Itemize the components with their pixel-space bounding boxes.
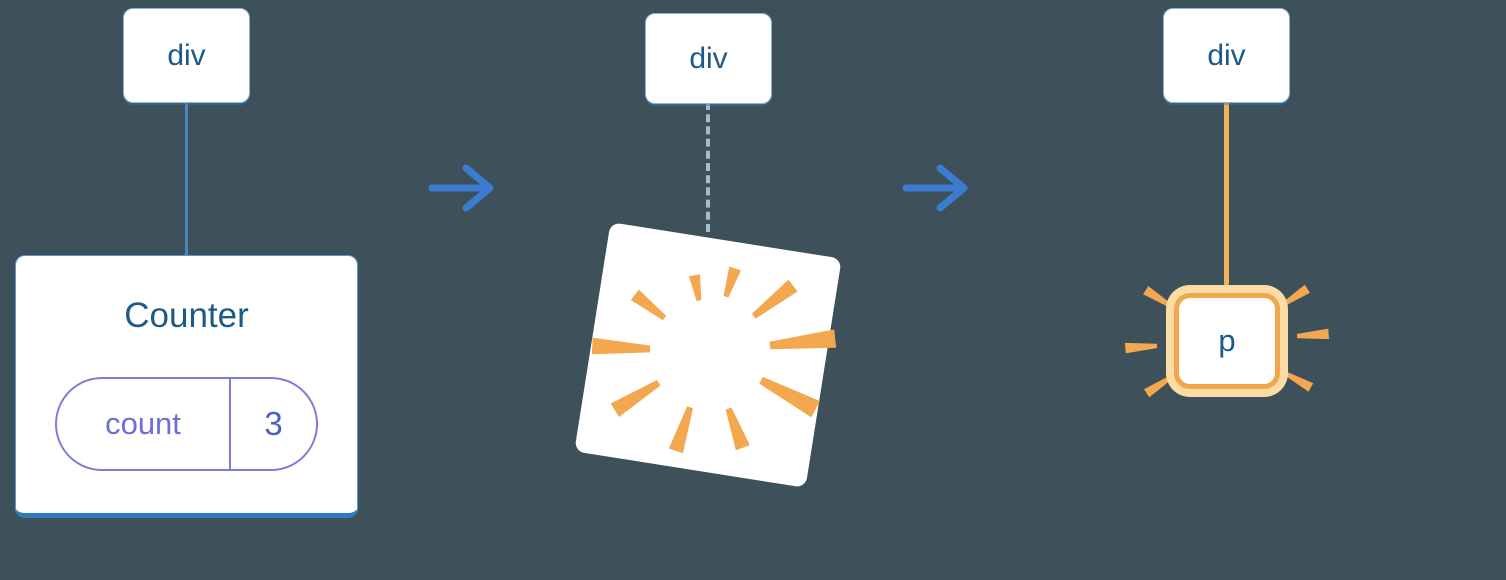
spark-ray — [1143, 285, 1174, 310]
state-pill: count 3 — [55, 377, 318, 471]
tree-edge-dashed — [706, 102, 710, 232]
dom-node-p: p — [1174, 293, 1280, 389]
dom-node-div-before: div — [123, 8, 250, 103]
spark-ray — [1282, 368, 1314, 392]
dom-node-label: div — [689, 41, 728, 75]
state-value: 3 — [229, 379, 316, 469]
dom-node-label: div — [167, 38, 206, 72]
dom-node-div-after: div — [1163, 8, 1290, 103]
dom-node-div-unmount: div — [645, 13, 772, 104]
tree-edge-orange — [1224, 100, 1229, 286]
arrow-right-icon — [428, 164, 494, 212]
spark-ray — [1125, 340, 1158, 354]
spark-ray — [1296, 328, 1329, 342]
arrow-right-icon — [902, 164, 968, 212]
component-title: Counter — [124, 296, 249, 335]
dom-node-label: div — [1207, 38, 1246, 72]
spark-ray — [1143, 372, 1174, 398]
state-key: count — [105, 406, 181, 441]
dom-node-label: p — [1218, 323, 1236, 358]
spark-ray — [1279, 284, 1310, 310]
tree-edge-solid — [185, 102, 188, 256]
dissolving-component-card — [574, 222, 842, 488]
counter-component-card: Counter count 3 — [15, 255, 358, 518]
